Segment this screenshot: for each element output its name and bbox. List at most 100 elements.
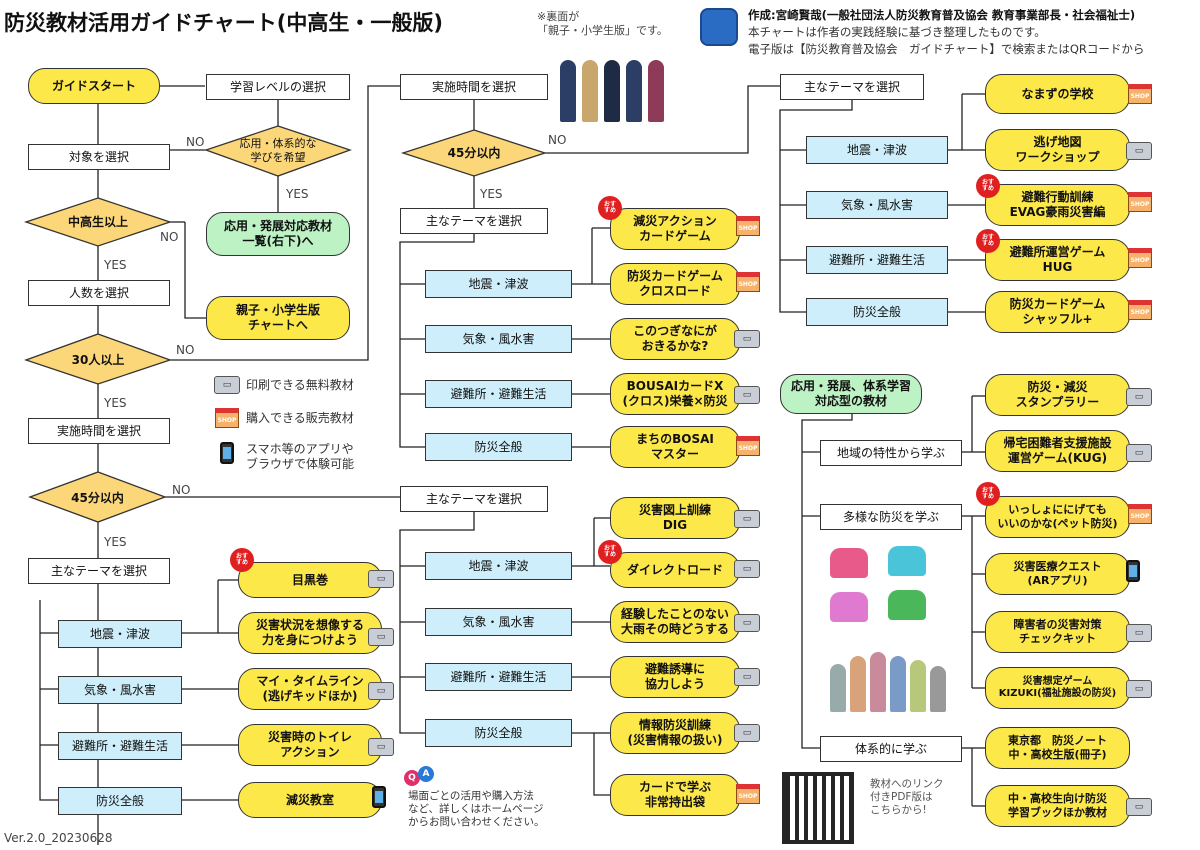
- material-bousai-cross[interactable]: BOUSAIカードX (クロス)栄養×防災: [610, 373, 740, 415]
- material-keiken[interactable]: 経験したことのない 大雨その時どうする: [610, 601, 740, 643]
- diamond-45-left: [28, 471, 167, 523]
- qr-code-icon[interactable]: [782, 772, 854, 844]
- diamond-45-top: [400, 129, 548, 177]
- adv-list-link[interactable]: 応用・発展対応教材 一覧(右下)へ: [206, 212, 350, 256]
- material-evag[interactable]: 避難行動訓練 EVAG豪雨災害編: [985, 184, 1130, 226]
- printer-icon: ▭: [1126, 142, 1152, 160]
- pet-carriers-illustration-icon: [826, 544, 946, 634]
- theme-shelter-mid2[interactable]: 避難所・避難生活: [425, 663, 572, 691]
- material-booklet[interactable]: 中・高校生向け防災 学習ブックほか教材: [985, 785, 1130, 827]
- material-machi[interactable]: まちのBOSAI マスター: [610, 426, 740, 468]
- printer-icon: ▭: [734, 386, 760, 404]
- q-middle-text: 中高生以上: [67, 214, 128, 229]
- theme-weather-mid2[interactable]: 気象・風水害: [425, 608, 572, 636]
- printer-icon: ▭: [368, 628, 394, 646]
- theme-general-mid2[interactable]: 防災全般: [425, 719, 572, 747]
- smartphone-icon: [1126, 560, 1140, 582]
- material-namazu[interactable]: なまずの学校: [985, 74, 1130, 114]
- no-label: NO: [548, 133, 567, 147]
- material-kizuki[interactable]: 災害想定ゲーム KIZUKI(福祉施設の防災): [985, 667, 1130, 709]
- printer-icon: ▭: [214, 376, 240, 394]
- theme-general-left[interactable]: 防災全般: [58, 787, 182, 815]
- material-dig[interactable]: 災害図上訓練 DIG: [610, 497, 740, 539]
- legend-printable: 印刷できる無料教材: [246, 378, 354, 392]
- material-hug[interactable]: 避難所運営ゲーム HUG: [985, 239, 1130, 281]
- theme-general-mid[interactable]: 防災全般: [425, 433, 572, 461]
- flow-connectors: [39, 85, 985, 845]
- advanced-systematic-box[interactable]: 体系的に学ぶ: [820, 736, 962, 762]
- material-tokyo[interactable]: 東京都 防災ノート 中・高校生版(冊子): [985, 727, 1130, 769]
- students-illustration-icon: [560, 52, 670, 122]
- printer-icon: ▭: [734, 560, 760, 578]
- shop-icon: SHOP: [736, 216, 760, 236]
- material-disability[interactable]: 障害者の災害対策 チェックキット: [985, 611, 1130, 653]
- diamond-30: [24, 333, 172, 385]
- material-imagine[interactable]: 災害状況を想像する 力を身につけよう: [238, 612, 382, 654]
- printer-icon: ▭: [1126, 624, 1152, 642]
- select-level-box: 学習レベルの選択: [206, 74, 350, 100]
- theme-quake-mid[interactable]: 地震・津波: [425, 270, 572, 298]
- no-label: NO: [160, 230, 179, 244]
- q-30-text: 30人以上: [71, 352, 125, 367]
- theme-weather-left[interactable]: 気象・風水害: [58, 676, 182, 704]
- advanced-diverse-box[interactable]: 多様な防災を学ぶ: [820, 504, 962, 530]
- material-stamp[interactable]: 防災・減災 スタンプラリー: [985, 374, 1130, 416]
- material-kug[interactable]: 帰宅困難者支援施設 運営ゲーム(KUG): [985, 430, 1130, 472]
- author-line: 作成:宮崎賢哉(一般社団法人防災教育普及協会 教育事業部長・社会福祉士): [748, 8, 1136, 22]
- theme-quake-mid2[interactable]: 地震・津波: [425, 552, 572, 580]
- guide-start[interactable]: ガイドスタート: [28, 68, 160, 104]
- yes-label: YES: [286, 187, 309, 201]
- material-nige-map[interactable]: 逃げ地図 ワークショップ: [985, 129, 1130, 171]
- yes-label: YES: [104, 396, 127, 410]
- version-label: Ver.2.0_20230628: [4, 831, 113, 845]
- seniors-illustration-icon: [830, 646, 950, 712]
- pdf-note: 教材へのリンク 付きPDF版は こちらから!: [870, 778, 944, 817]
- material-timeline[interactable]: マイ・タイムライン (逃げキッドほか): [238, 668, 382, 710]
- material-konotsugi[interactable]: このつぎなにが おきるかな?: [610, 318, 740, 360]
- printer-icon: ▭: [1126, 444, 1152, 462]
- qa-bubble-icon: Q A: [404, 766, 436, 788]
- theme-general-right[interactable]: 防災全般: [806, 298, 948, 326]
- diamond-middle: [23, 197, 173, 247]
- material-joho[interactable]: 情報防災訓練 (災害情報の扱い): [610, 712, 740, 754]
- printer-icon: ▭: [734, 330, 760, 348]
- material-toilet[interactable]: 災害時のトイレ アクション: [238, 724, 382, 766]
- shop-icon: SHOP: [215, 408, 239, 428]
- recommend-badge-icon: おす すめ: [598, 540, 622, 564]
- material-yudo[interactable]: 避難誘導に 協力しよう: [610, 656, 740, 698]
- no-label: NO: [186, 135, 205, 149]
- material-action-card[interactable]: 減災アクション カードゲーム: [610, 208, 740, 250]
- recommend-badge-icon: おす すめ: [976, 229, 1000, 253]
- theme-weather-mid[interactable]: 気象・風水害: [425, 325, 572, 353]
- no-label: NO: [176, 343, 195, 357]
- theme-shelter-left[interactable]: 避難所・避難生活: [58, 732, 182, 760]
- material-crossroad[interactable]: 防災カードゲーム クロスロード: [610, 263, 740, 305]
- shop-icon: SHOP: [736, 436, 760, 456]
- printer-icon: ▭: [1126, 388, 1152, 406]
- material-direct-road[interactable]: ダイレクトロード: [610, 552, 740, 588]
- select-time-left-box: 実施時間を選択: [28, 418, 170, 444]
- printer-icon: ▭: [1126, 798, 1152, 816]
- material-ar[interactable]: 災害医療クエスト (ARアプリ): [985, 553, 1130, 595]
- theme-shelter-right[interactable]: 避難所・避難生活: [806, 246, 948, 274]
- advanced-local-box[interactable]: 地域の特性から学ぶ: [820, 440, 962, 466]
- material-meguro[interactable]: 目黒巻: [238, 562, 382, 598]
- theme-weather-right[interactable]: 気象・風水害: [806, 191, 948, 219]
- theme-quake-right[interactable]: 地震・津波: [806, 136, 948, 164]
- material-card-bag[interactable]: カードで学ぶ 非常持出袋: [610, 774, 740, 816]
- material-shuffle[interactable]: 防災カードゲーム シャッフル+: [985, 291, 1130, 333]
- material-pet[interactable]: いっしょににげても いいのかな(ペット防災): [985, 496, 1130, 538]
- material-gensai[interactable]: 減災教室: [238, 782, 382, 818]
- recommend-badge-icon: おす すめ: [230, 548, 254, 572]
- select-theme-mid2-box: 主なテーマを選択: [400, 486, 548, 512]
- advanced-title: 応用・発展、体系学習 対応型の教材: [780, 374, 922, 414]
- diamond-advanced: [204, 125, 352, 177]
- association-logo-icon: [700, 8, 738, 46]
- shop-icon: SHOP: [1128, 248, 1152, 268]
- back-side-note: ※裏面が 「親子・小学生版」です。: [537, 10, 668, 37]
- theme-quake-left[interactable]: 地震・津波: [58, 620, 182, 648]
- theme-shelter-mid[interactable]: 避難所・避難生活: [425, 380, 572, 408]
- contact-note: 場面ごとの活用や購入方法 など、詳しくはホームページ からお問い合わせください。: [408, 790, 545, 829]
- parent-child-link[interactable]: 親子・小学生版 チャートへ: [206, 296, 350, 340]
